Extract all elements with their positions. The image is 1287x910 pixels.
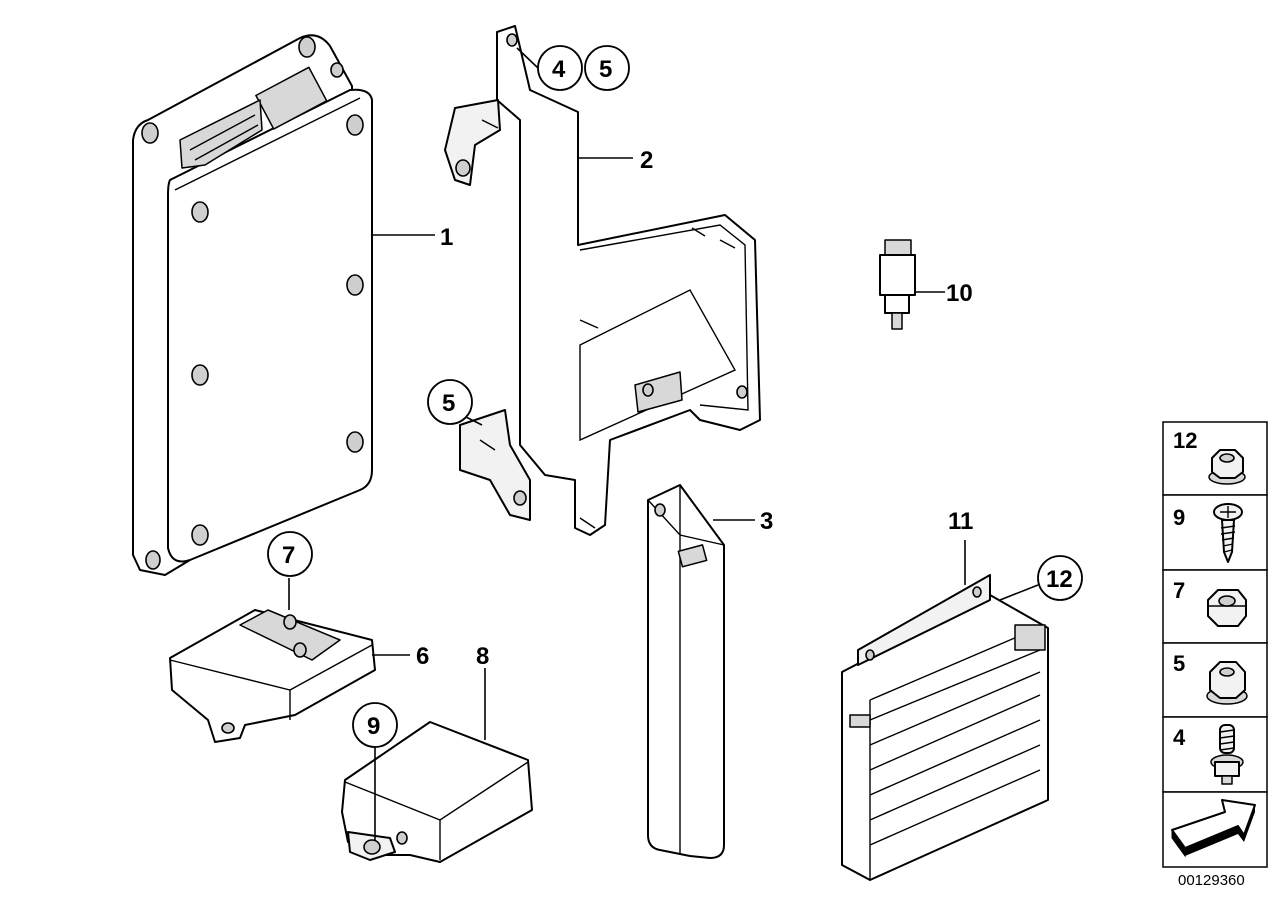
legend-label-12: 12 <box>1173 428 1197 453</box>
legend-label-5: 5 <box>1173 651 1185 676</box>
flange-nut-icon <box>1208 449 1246 485</box>
legend-panel: 12 9 7 5 4 <box>1162 421 1268 868</box>
part-1-control-unit <box>132 34 373 576</box>
callout-circle-7: 7 <box>267 531 313 577</box>
callout-10: 10 <box>946 280 973 307</box>
legend-label-9: 9 <box>1173 505 1185 530</box>
stud-bolt-icon <box>1210 724 1244 785</box>
collar-nut-icon <box>1206 661 1248 705</box>
callout-6: 6 <box>416 643 429 670</box>
callout-circle-5-lower: 5 <box>427 379 473 425</box>
callout-1: 1 <box>440 224 453 251</box>
part-2-bracket <box>444 25 761 536</box>
self-tapping-screw-icon <box>1213 503 1243 563</box>
part-8-control-box <box>341 721 533 863</box>
legend-cell-4 <box>1162 716 1268 793</box>
callout-circle-9: 9 <box>352 702 398 748</box>
svg-text:5: 5 <box>442 390 455 417</box>
hex-nut-icon <box>1207 589 1247 627</box>
svg-text:4: 4 <box>552 56 566 83</box>
part-10-switch <box>879 239 916 330</box>
callout-2: 2 <box>640 147 653 174</box>
part-6-sensor <box>169 609 376 743</box>
leader-lines <box>288 47 1039 840</box>
svg-text:7: 7 <box>282 542 295 569</box>
callout-11: 11 <box>948 508 973 535</box>
callout-circle-12: 12 <box>1037 555 1083 601</box>
arrow-icon[interactable] <box>1171 799 1256 858</box>
part-11-heatsink <box>841 574 1049 881</box>
callout-8: 8 <box>476 643 489 670</box>
callout-circle-5-top: 5 <box>584 45 630 91</box>
legend-label-7: 7 <box>1173 578 1185 603</box>
part-3-module <box>647 484 725 859</box>
svg-text:9: 9 <box>367 713 380 740</box>
callout-3: 3 <box>760 508 773 535</box>
svg-text:12: 12 <box>1046 566 1073 593</box>
callout-circle-4: 4 <box>537 45 583 91</box>
document-number: 00129360 <box>1178 872 1245 889</box>
svg-text:5: 5 <box>599 56 612 83</box>
legend-label-4: 4 <box>1173 725 1186 750</box>
